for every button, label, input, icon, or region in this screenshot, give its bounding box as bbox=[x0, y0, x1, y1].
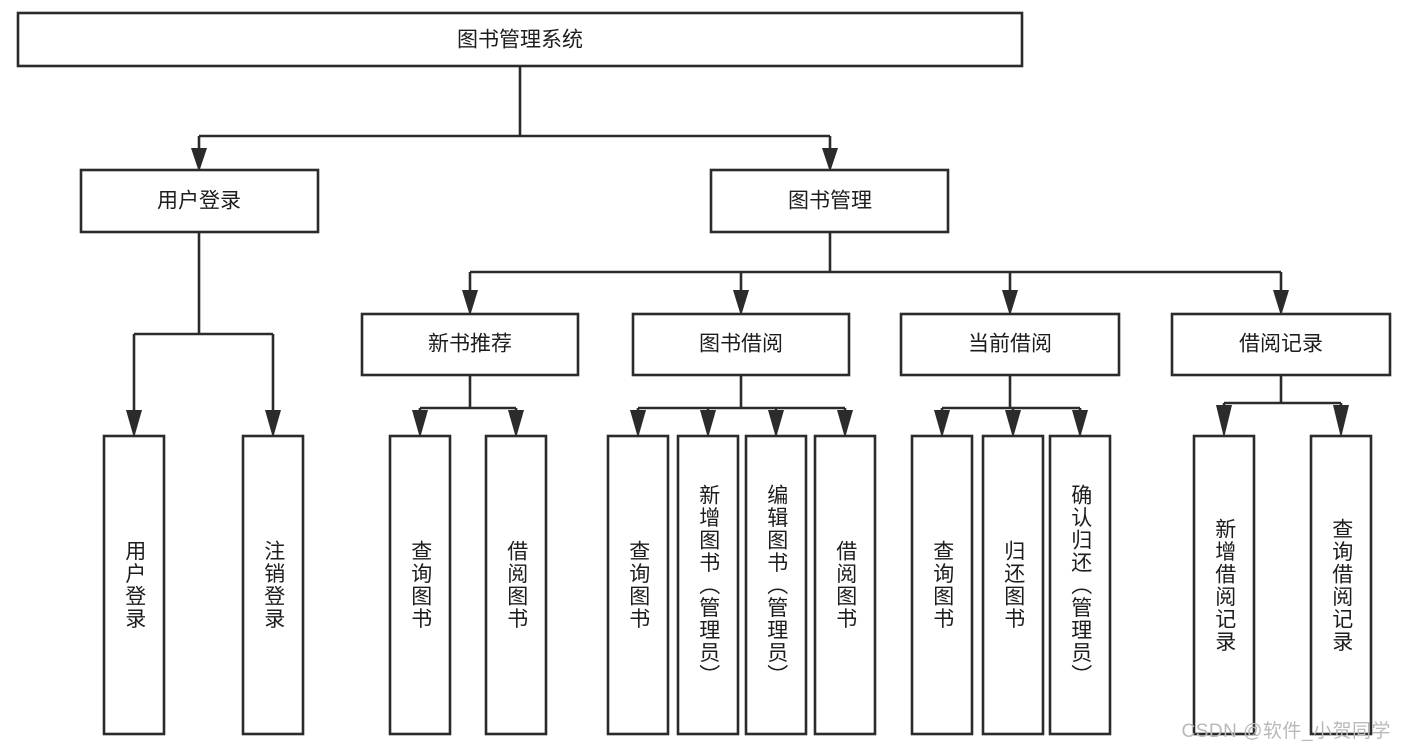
leaf-add-borrow-record-box[interactable] bbox=[1192, 434, 1256, 736]
node-root[interactable]: 图书管理系统 bbox=[16, 11, 1024, 68]
node-current-borrow-box[interactable] bbox=[899, 312, 1121, 377]
arrow-heads bbox=[126, 148, 1349, 438]
arrow-to-leaf-borrow-book-rec bbox=[508, 410, 524, 438]
arrow-to-user-login bbox=[191, 148, 207, 172]
arrow-to-leaf-query-book-borrow bbox=[630, 410, 646, 438]
arrow-to-leaf-user-login bbox=[126, 410, 142, 438]
arrow-to-leaf-return-book bbox=[1005, 410, 1021, 438]
arrow-to-leaf-borrow-book bbox=[837, 410, 853, 438]
leaf-borrow-book-rec-box[interactable] bbox=[484, 434, 548, 736]
node-current-borrow[interactable]: 当前借阅 bbox=[899, 312, 1121, 377]
leaf-add-book-box[interactable] bbox=[676, 434, 740, 736]
arrow-to-leaf-user-logout bbox=[265, 410, 281, 438]
leaf-query-book-borrow-box[interactable] bbox=[606, 434, 670, 736]
leaf-boxes[interactable] bbox=[102, 434, 1373, 736]
leaf-query-borrow-record-box[interactable] bbox=[1309, 434, 1373, 736]
arrow-to-leaf-query-book-current bbox=[934, 410, 950, 438]
node-user-login[interactable]: 用户登录 bbox=[79, 168, 320, 234]
leaf-edit-book-box[interactable] bbox=[744, 434, 808, 736]
node-borrow-record[interactable]: 借阅记录 bbox=[1170, 312, 1392, 377]
arrow-to-leaf-confirm-return bbox=[1072, 410, 1088, 438]
node-new-book-recommend-box[interactable] bbox=[360, 312, 580, 377]
node-book-borrow-label: 图书借阅 bbox=[699, 333, 783, 356]
node-new-book-recommend-label: 新书推荐 bbox=[428, 333, 512, 356]
arrow-to-leaf-edit-book bbox=[768, 410, 784, 438]
node-root-box[interactable] bbox=[16, 11, 1024, 68]
leaf-user-login-box[interactable] bbox=[102, 434, 166, 736]
node-book-borrow-box[interactable] bbox=[631, 312, 851, 377]
watermark-text: CSDN @软件_小贺同学 bbox=[1181, 721, 1391, 742]
node-book-management-box[interactable] bbox=[709, 168, 950, 234]
leaf-confirm-return-box[interactable] bbox=[1048, 434, 1112, 736]
node-book-management-label: 图书管理 bbox=[788, 190, 872, 213]
arrow-to-current-borrow bbox=[1002, 290, 1018, 316]
arrow-to-leaf-query-borrow-record bbox=[1333, 405, 1349, 438]
node-book-borrow[interactable]: 图书借阅 bbox=[631, 312, 851, 377]
node-borrow-record-label: 借阅记录 bbox=[1239, 333, 1323, 356]
node-user-login-label: 用户登录 bbox=[157, 190, 241, 213]
node-user-login-box[interactable] bbox=[79, 168, 320, 234]
leaf-borrow-book-box[interactable] bbox=[813, 434, 877, 736]
arrow-to-leaf-query-book-rec bbox=[412, 410, 428, 438]
node-book-management[interactable]: 图书管理 bbox=[709, 168, 950, 234]
node-root-label: 图书管理系统 bbox=[457, 29, 583, 52]
node-current-borrow-label: 当前借阅 bbox=[968, 333, 1052, 356]
arrow-to-leaf-add-book bbox=[700, 410, 716, 438]
leaf-query-book-current-box[interactable] bbox=[910, 434, 974, 736]
leaf-return-book-box[interactable] bbox=[981, 434, 1045, 736]
node-borrow-record-box[interactable] bbox=[1170, 312, 1392, 377]
arrow-to-borrow-record bbox=[1273, 290, 1289, 316]
leaf-user-logout-box[interactable] bbox=[241, 434, 305, 736]
arrow-to-book-management bbox=[822, 148, 838, 172]
leaf-query-book-rec-box[interactable] bbox=[388, 434, 452, 736]
node-new-book-recommend[interactable]: 新书推荐 bbox=[360, 312, 580, 377]
arrow-to-book-borrow bbox=[733, 290, 749, 316]
arrow-to-new-book-recommend bbox=[462, 290, 478, 316]
arrow-to-leaf-add-borrow-record bbox=[1216, 405, 1232, 438]
